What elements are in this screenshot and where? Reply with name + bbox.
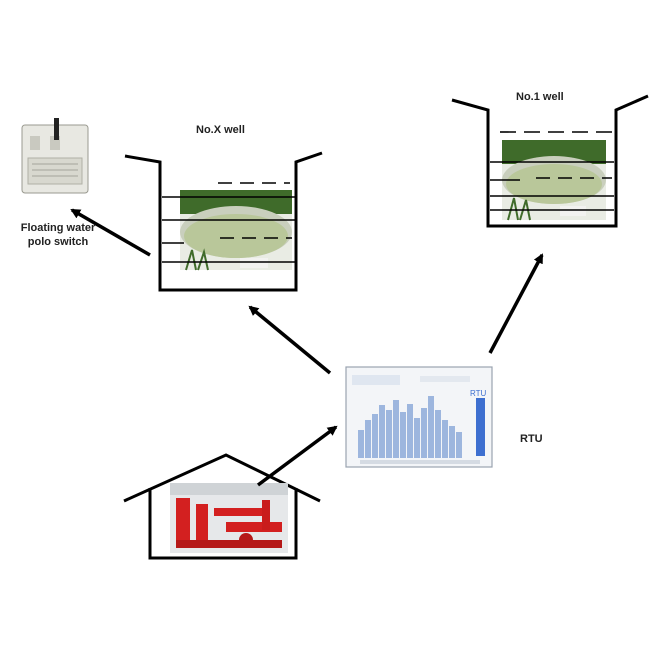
floating-switch-device [21, 118, 89, 194]
device-vent-lines [32, 163, 78, 177]
no-x-water-level-lines [162, 182, 295, 263]
rtu-badge-text: RTU [470, 389, 487, 398]
floating-switch-label-line1: Floating water [20, 222, 96, 234]
no-1-water-level-lines [490, 131, 614, 211]
connection-arrows [70, 208, 544, 487]
no-1-well [451, 94, 649, 228]
rtu-label: RTU [520, 433, 543, 445]
no-x-well [124, 151, 323, 292]
no-x-well-label: No.X well [196, 124, 245, 136]
floating-switch-label: Floating water polo switch [8, 221, 108, 249]
pump-house-photo [170, 483, 288, 553]
arrow-rtu-to-no-1-well [488, 253, 544, 354]
no-x-well-photo [180, 190, 292, 271]
rtu-device: RTU [345, 366, 493, 468]
rtu-side-bar [476, 398, 485, 456]
no-1-well-outline [451, 94, 649, 228]
pump-house [123, 453, 321, 560]
pump-house-walls [148, 488, 298, 560]
no-1-well-photo [502, 140, 606, 221]
no-1-well-label: No.1 well [516, 91, 564, 103]
no-x-well-outline [124, 151, 323, 292]
arrow-house-to-rtu [256, 425, 338, 487]
rtu-chart-bars [358, 396, 462, 458]
arrow-rtu-to-no-x-well [248, 305, 332, 375]
pump-house-roof [123, 453, 321, 503]
arrow-no-x-well-to-switch [70, 208, 151, 257]
floating-switch-label-line2: polo switch [27, 236, 89, 248]
